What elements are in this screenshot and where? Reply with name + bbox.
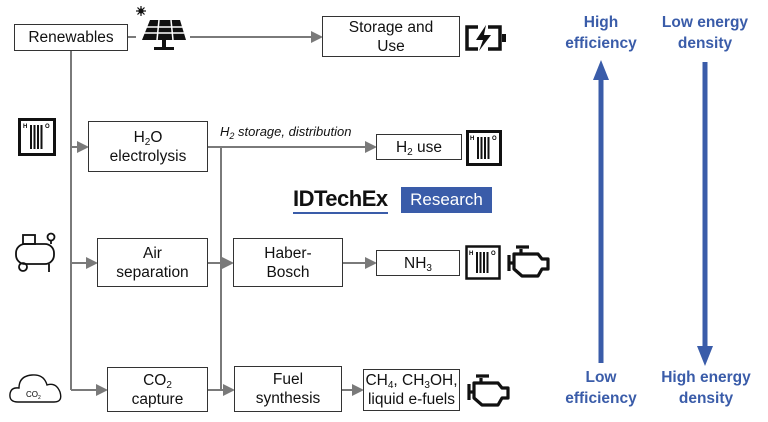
node-fuel-synthesis: Fuel synthesis (234, 366, 342, 412)
node-label: separation (116, 263, 189, 281)
node-label: Use (377, 37, 405, 55)
node-label: capture (131, 390, 184, 408)
node-nh3: NH3 (376, 250, 460, 276)
efficiency-arrow-head (593, 60, 609, 80)
node-label: synthesis (255, 390, 321, 407)
svg-text:H: H (23, 124, 27, 130)
edge-label-h2-storage: H2 storage, distribution (220, 124, 352, 141)
density-arrow-head (697, 346, 713, 366)
node-label: Storage and (348, 18, 434, 36)
cloud-label: CO (26, 390, 38, 399)
svg-text:O: O (491, 251, 496, 257)
node-label: H2O (133, 128, 163, 148)
engine-icon (467, 374, 510, 407)
node-label: Haber- (264, 244, 312, 262)
idtechex-logo: IDTechEx (293, 186, 388, 214)
battery-charging-icon (465, 25, 506, 51)
node-label: NH3 (404, 254, 432, 274)
svg-text:O: O (45, 124, 50, 130)
co2-cloud-icon: CO 2 (9, 374, 62, 403)
node-co2-capture: CO2 capture (107, 367, 208, 412)
air-compressor-icon (15, 232, 56, 272)
svg-text:H: H (470, 136, 474, 142)
solar-panel-icon (136, 6, 186, 50)
svg-text:O: O (492, 136, 497, 142)
node-label: Fuel (272, 371, 304, 388)
node-renewables: Renewables (14, 24, 128, 51)
node-label: electrolysis (109, 147, 187, 165)
cloud-label-sub: 2 (38, 395, 41, 401)
node-label: CO2 (143, 371, 172, 391)
node-label: H2 use (395, 138, 443, 158)
node-label: liquid e-fuels (367, 391, 456, 408)
node-haber-bosch: Haber-Bosch (233, 238, 343, 287)
node-label: Renewables (28, 29, 114, 46)
engine-icon (507, 245, 550, 278)
node-label: CH4, CH3OH, (365, 372, 458, 391)
node-label: Bosch (266, 263, 310, 281)
research-badge: Research (401, 187, 492, 213)
node-h2o-electrolysis: H2O electrolysis (88, 121, 208, 172)
node-efuels: CH4, CH3OH, liquid e-fuels (363, 369, 460, 411)
svg-text:H: H (469, 251, 473, 257)
node-h2-use: H2 use (376, 134, 462, 160)
node-label: Air (143, 244, 162, 262)
